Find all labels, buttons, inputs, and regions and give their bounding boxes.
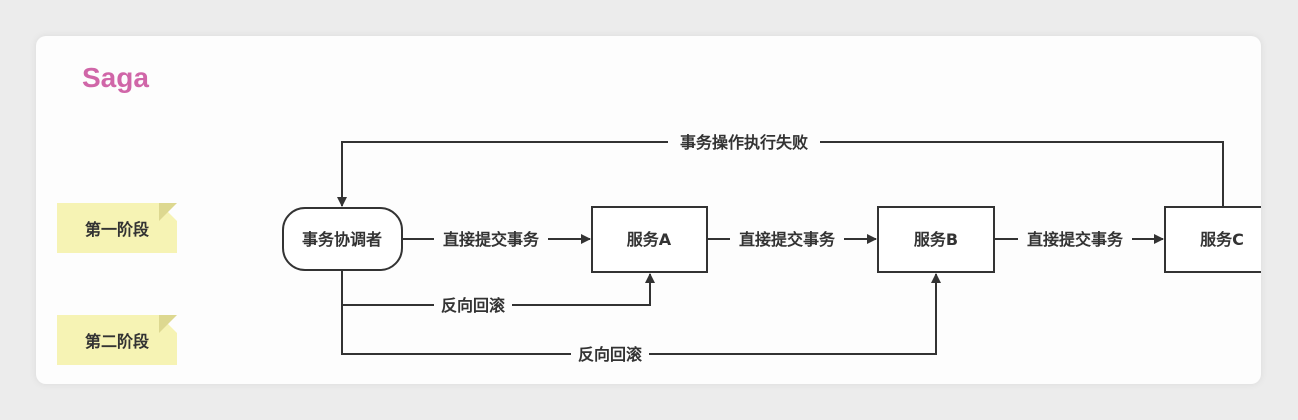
service-a-node [591,206,708,273]
service-c-node [1164,206,1261,273]
rollback-label-b: 反向回滚 [578,345,643,364]
commit-label-3: 直接提交事务 [1027,230,1124,249]
fold-corner-icon [159,203,177,221]
phase-note-1: 第一阶段 [57,203,177,253]
slide-card: Saga 第一阶段 第二阶段 [36,36,1261,384]
service-b-node [877,206,995,273]
coordinator-node [282,207,403,271]
service-a-label: 服务A [627,230,672,249]
rollback-label-a: 反向回滚 [441,296,506,315]
phase-label: 第二阶段 [84,332,149,351]
rollback-edge-b [341,273,941,355]
failure-label: 事务操作执行失败 [680,133,808,152]
phase-note-2: 第二阶段 [57,315,177,365]
service-c-label: 服务C [1200,230,1244,249]
commit-label-2: 直接提交事务 [739,230,836,249]
saga-diagram: 事务操作执行失败 事务协调者 服务A 服务B 服务C 直接提交事务 直接提交事务… [282,132,1261,364]
commit-label-1: 直接提交事务 [443,230,540,249]
phase-label: 第一阶段 [84,220,149,239]
fold-corner-icon [159,315,177,333]
coordinator-label: 事务协调者 [302,230,382,249]
slide-title: Saga [82,62,149,93]
service-b-label: 服务B [914,230,958,249]
